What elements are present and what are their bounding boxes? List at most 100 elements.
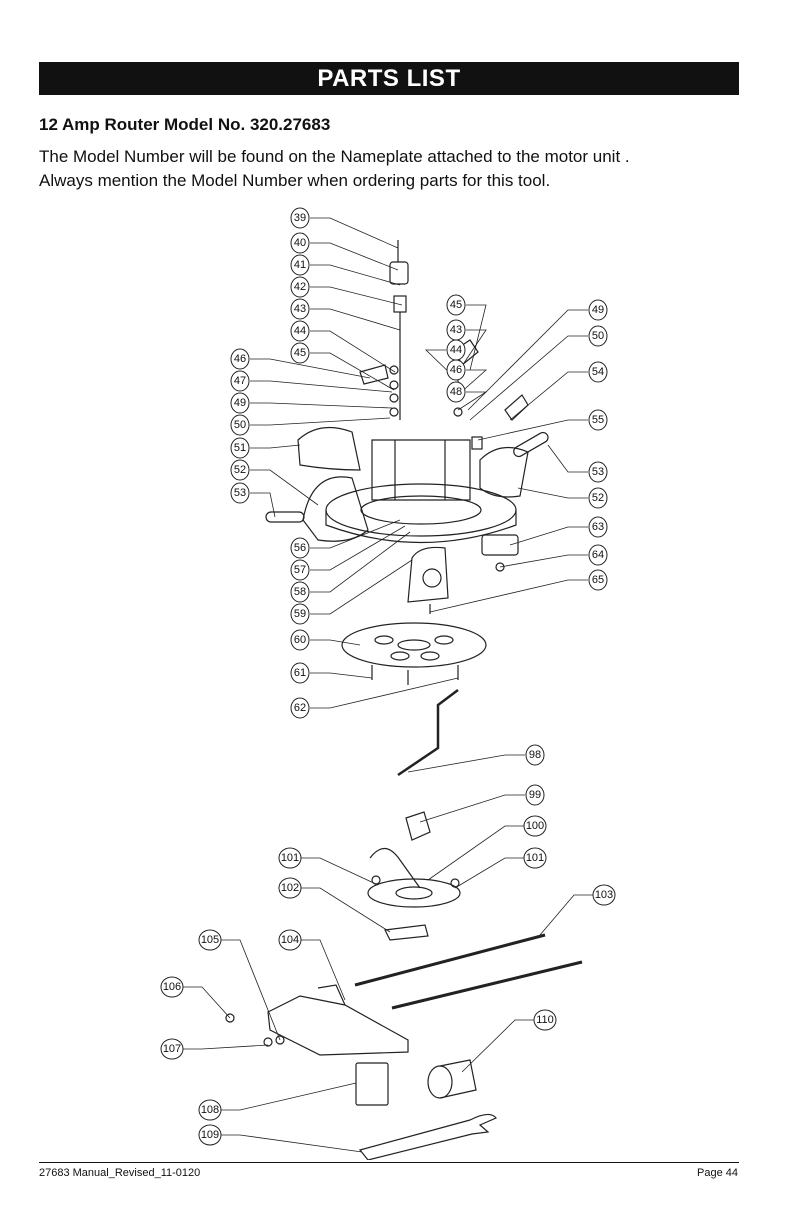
footer-rule — [39, 1162, 739, 1163]
part-callout: 56 — [290, 537, 310, 559]
callout-number: 53 — [234, 487, 246, 499]
part-washer — [389, 365, 399, 375]
callout-bubble — [588, 516, 608, 538]
part-hex-key — [397, 689, 459, 777]
part-collar — [393, 295, 407, 313]
part-callout: 103 — [592, 884, 616, 906]
callout-number: 63 — [592, 521, 604, 533]
leader-line — [310, 217, 399, 249]
part-callout: 42 — [290, 276, 310, 298]
part-adapter — [427, 1065, 453, 1099]
callout-bubble — [290, 603, 310, 625]
part-callout: 50 — [230, 414, 250, 436]
callout-number: 102 — [281, 882, 299, 894]
leader-line — [300, 939, 346, 1001]
part-callout: 100 — [523, 815, 547, 837]
part-callout: 51 — [230, 437, 250, 459]
callout-bubble — [230, 459, 250, 481]
callout-number: 56 — [294, 542, 306, 554]
part-callout: 40 — [290, 232, 310, 254]
leader-line — [182, 986, 231, 1019]
callout-number: 42 — [294, 281, 306, 293]
part-callout: 55 — [588, 409, 608, 431]
leader-line — [310, 525, 406, 571]
callout-bubble — [230, 482, 250, 504]
leader-line — [509, 526, 588, 546]
part-callout: 41 — [290, 254, 310, 276]
leader-line — [250, 469, 319, 506]
callout-bubble — [588, 487, 608, 509]
callout-number: 43 — [450, 324, 462, 336]
footer-doc-id: 27683 Manual_Revised_11-0120 — [39, 1167, 201, 1179]
callout-number: 50 — [592, 330, 604, 342]
callout-number: 43 — [294, 303, 306, 315]
part-washer — [389, 393, 399, 403]
part-clip — [454, 339, 479, 366]
part-callout: 54 — [588, 361, 608, 383]
callout-number: 109 — [201, 1129, 219, 1141]
callout-bubble — [160, 1038, 184, 1060]
part-right-grip — [479, 446, 529, 498]
leader-line — [250, 380, 393, 393]
intro-line: The Model Number will be found on the Na… — [39, 147, 630, 166]
part-left-handle — [297, 426, 361, 471]
part-guide-rod — [391, 960, 583, 1010]
callout-bubble — [290, 629, 310, 651]
callout-bubble — [278, 847, 302, 869]
parts-list-banner: PARTS LIST — [39, 62, 739, 95]
callout-bubble — [230, 348, 250, 370]
footer-page-number: Page 44 — [697, 1167, 738, 1179]
callout-bubble — [525, 784, 545, 806]
callout-bubble — [525, 744, 545, 766]
leader-line — [310, 519, 401, 549]
part-motor-housing — [371, 439, 471, 501]
leader-line — [250, 492, 276, 518]
callout-number: 46 — [450, 364, 462, 376]
part-nut — [405, 811, 431, 841]
part-callout: 98 — [525, 744, 545, 766]
part-spanner-wrench — [358, 1113, 497, 1160]
callout-number: 49 — [234, 397, 246, 409]
callout-bubble — [230, 370, 250, 392]
callout-bubble — [278, 877, 302, 899]
leader-line — [310, 531, 411, 593]
intro-text: The Model Number will be found on the Na… — [39, 145, 759, 193]
callout-bubble — [290, 276, 310, 298]
callout-number: 65 — [592, 574, 604, 586]
callout-number: 45 — [450, 299, 462, 311]
callout-bubble — [290, 662, 310, 684]
callout-bubble — [290, 537, 310, 559]
part-callout: 46 — [446, 359, 466, 381]
callout-bubble — [198, 1124, 222, 1146]
part-callout: 44 — [446, 339, 466, 361]
part-callout: 44 — [290, 320, 310, 342]
leader-line — [425, 349, 456, 379]
callout-bubble — [588, 299, 608, 321]
callout-bubble — [446, 359, 466, 381]
part-callout: 101 — [523, 847, 547, 869]
part-callout: 58 — [290, 581, 310, 603]
leader-line — [310, 559, 413, 615]
part-callout: 43 — [290, 298, 310, 320]
callout-bubble — [290, 320, 310, 342]
leader-line — [250, 417, 391, 426]
callout-number: 108 — [201, 1104, 219, 1116]
part-callout: 101 — [278, 847, 302, 869]
callout-bubble — [446, 294, 466, 316]
leader-line — [509, 371, 588, 421]
leader-line — [310, 330, 396, 373]
callout-number: 103 — [595, 889, 613, 901]
part-lever — [359, 364, 389, 385]
callout-number: 101 — [281, 852, 299, 864]
callout-number: 110 — [536, 1014, 554, 1026]
callout-number: 105 — [201, 934, 219, 946]
part-callout: 64 — [588, 544, 608, 566]
callout-number: 54 — [592, 366, 604, 378]
callout-bubble — [290, 581, 310, 603]
callout-number: 44 — [450, 344, 462, 356]
callout-bubble — [533, 1009, 557, 1031]
callout-number: 106 — [163, 981, 181, 993]
callout-bubble — [446, 381, 466, 403]
part-callout: 110 — [533, 1009, 557, 1031]
leader-line — [419, 794, 525, 823]
